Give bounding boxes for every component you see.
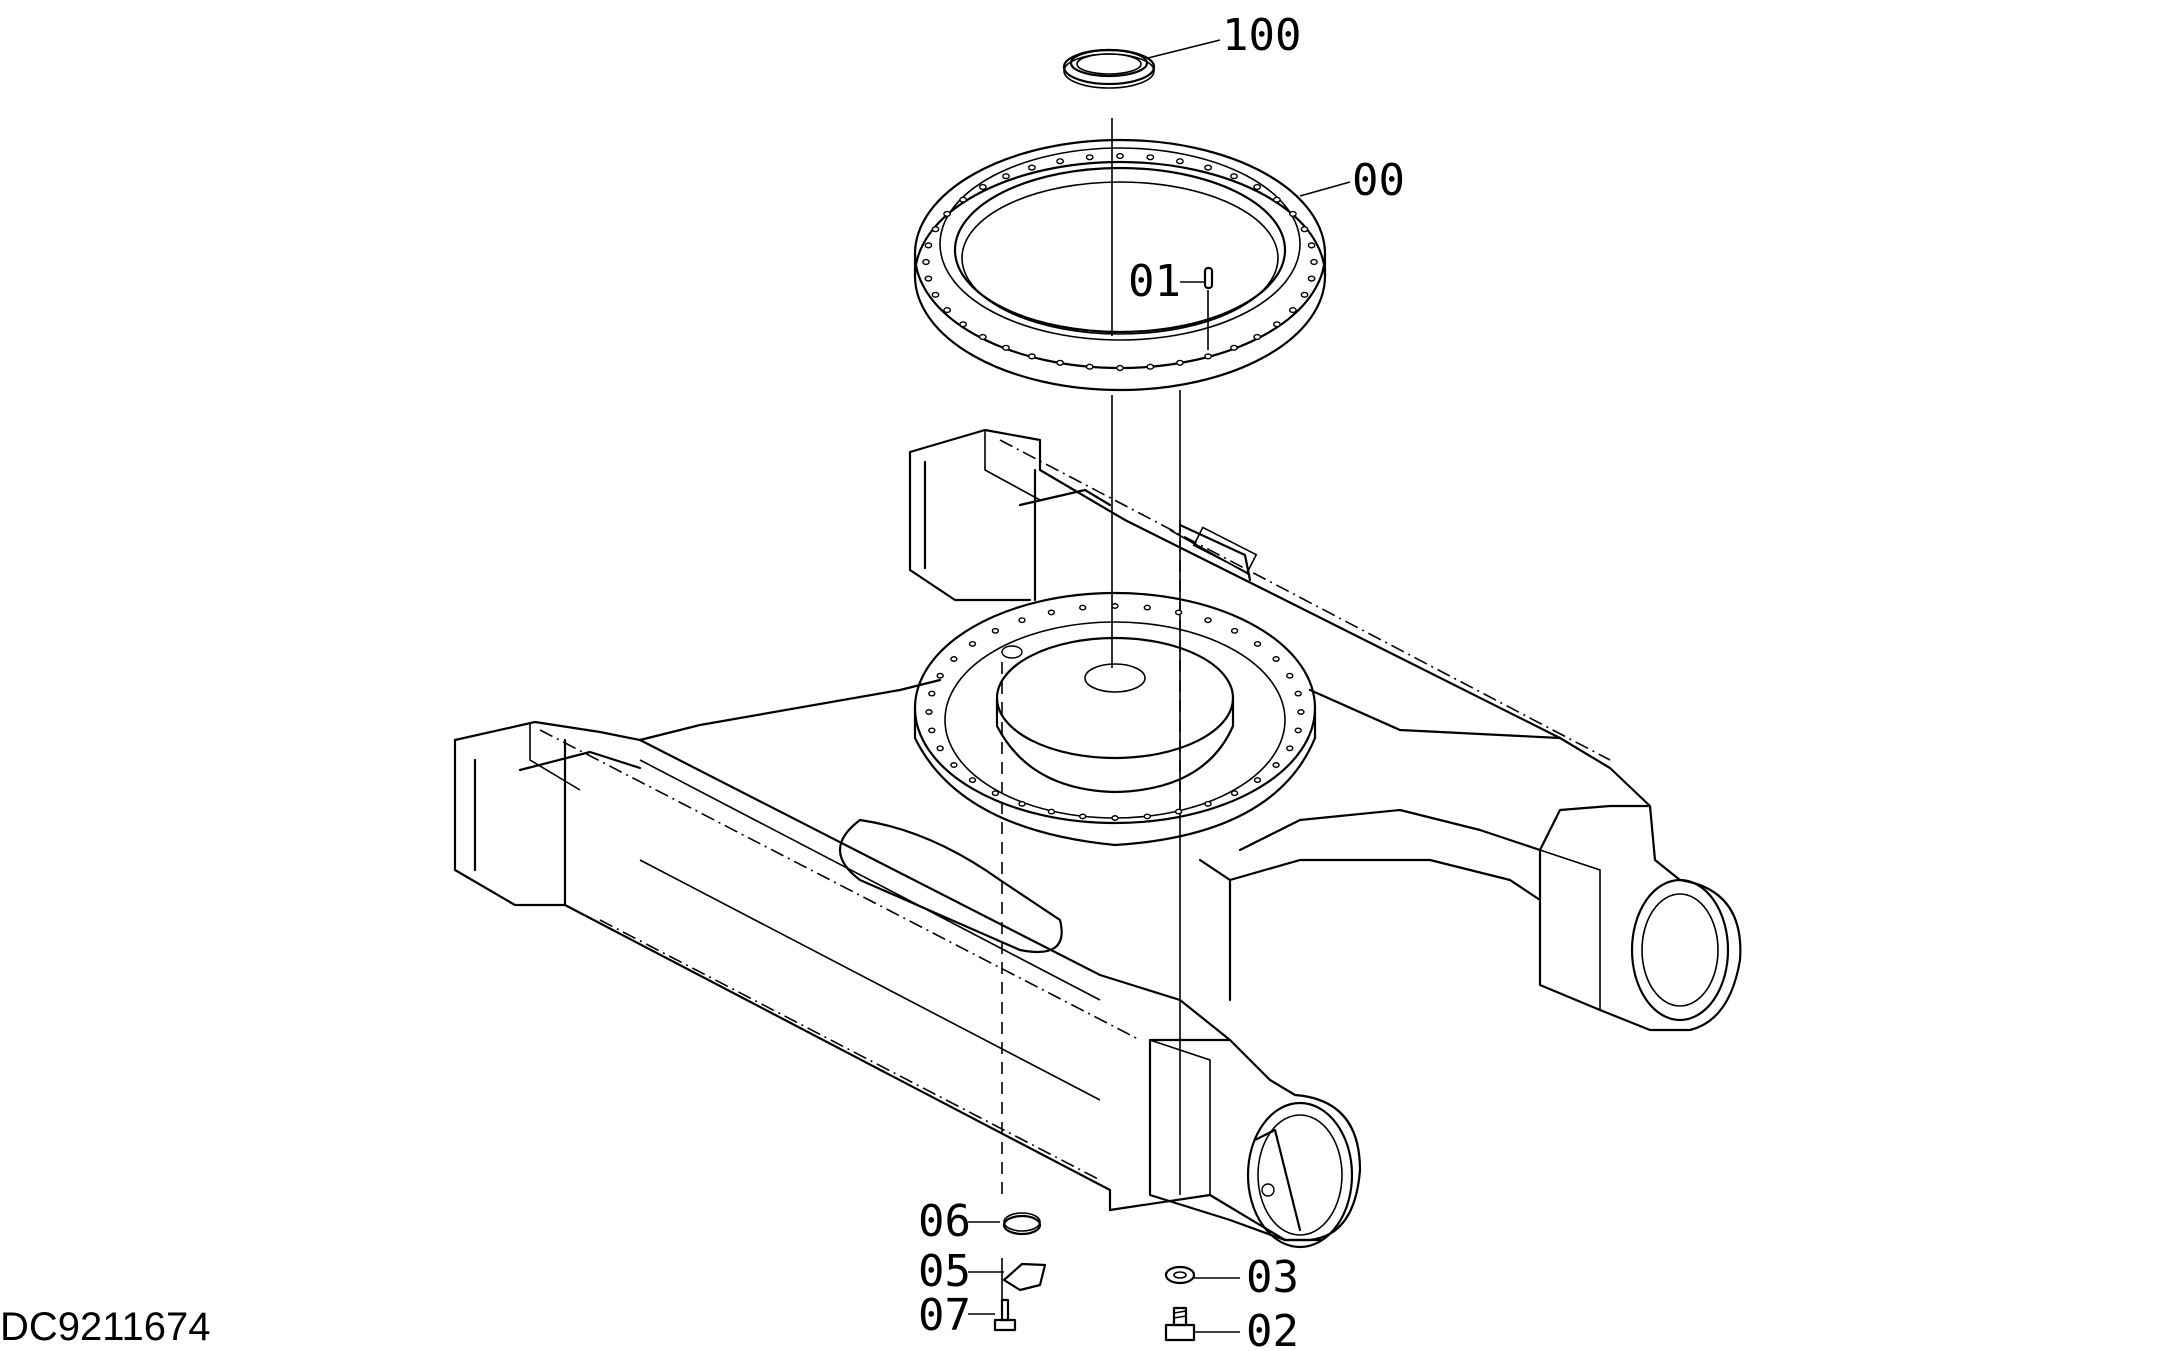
- bolt-hole: [931, 291, 940, 298]
- leader-lines: [968, 39, 1351, 1333]
- bolt-hole: [931, 226, 940, 233]
- bolt-hole: [1018, 617, 1026, 624]
- bolt-hole: [950, 656, 958, 662]
- bolt-hole: [1174, 808, 1183, 815]
- bolt-07-part[interactable]: [993, 1298, 1017, 1332]
- bolt-hole: [1111, 603, 1119, 609]
- washer-part[interactable]: [1164, 1265, 1196, 1285]
- callout-05: 05: [918, 1246, 971, 1297]
- bolt-hole: [943, 210, 951, 218]
- bolt-hole: [1204, 617, 1212, 624]
- bolt-hole: [1002, 173, 1010, 180]
- document-id: DC9211674: [0, 1305, 211, 1349]
- bolt-hole: [1047, 609, 1056, 616]
- bolt-hole: [1253, 640, 1262, 647]
- bolt-hole: [1174, 609, 1183, 616]
- turntable-bolt-holes: [925, 603, 1305, 821]
- bolt-hole: [991, 790, 1000, 797]
- bolt-hole: [1002, 344, 1010, 351]
- bolt-hole: [1143, 604, 1152, 611]
- callout-00: 00: [1352, 155, 1405, 206]
- bolt-hole: [1028, 164, 1036, 171]
- bolt-hole: [1204, 800, 1212, 807]
- swing-bearing-part[interactable]: [913, 138, 1327, 392]
- bolt-hole: [1289, 307, 1297, 314]
- bolt-hole: [1253, 777, 1262, 784]
- bolt-hole: [1056, 158, 1065, 165]
- callout-02: 02: [1246, 1306, 1299, 1351]
- bolt-hole: [1310, 258, 1318, 266]
- turntable: [913, 591, 1317, 847]
- bolt-hole: [1230, 790, 1239, 797]
- bolt-hole: [1307, 242, 1316, 249]
- bolt-hole: [1176, 359, 1184, 366]
- bolt-hole: [1297, 709, 1305, 715]
- bolt-hole: [925, 709, 933, 715]
- bolt-hole: [924, 242, 933, 249]
- bolt-hole: [936, 672, 944, 679]
- bolt-hole: [1028, 353, 1036, 360]
- bolt-hole: [1204, 164, 1213, 171]
- bolt-hole: [991, 627, 1000, 634]
- bolt-hole: [1272, 762, 1280, 768]
- pin-part[interactable]: [1203, 266, 1214, 350]
- bolt-hole: [978, 333, 987, 341]
- bolt-hole: [1253, 183, 1262, 191]
- bolt-hole: [1056, 359, 1065, 366]
- bolt-hole: [1300, 226, 1309, 233]
- bolt-hole: [1078, 813, 1087, 820]
- bolt-hole: [1078, 604, 1087, 611]
- bolt-hole: [1300, 291, 1309, 298]
- bolt-hole: [950, 762, 958, 768]
- bearing-bolt-holes: [922, 152, 1318, 372]
- bolt-hole: [924, 275, 933, 282]
- bolt-hole: [1272, 656, 1280, 662]
- bolt-hole: [1146, 363, 1155, 370]
- bolt-hole: [936, 745, 944, 752]
- bolt-hole: [1146, 154, 1155, 161]
- bolt-hole: [1286, 672, 1294, 679]
- bolt-hole: [1289, 210, 1297, 218]
- callout-03: 03: [1246, 1252, 1299, 1303]
- callout-100: 100: [1222, 10, 1301, 61]
- bolt-hole: [1143, 813, 1152, 820]
- bolt-hole: [1204, 353, 1213, 360]
- bolt-hole: [1176, 158, 1184, 165]
- bolt-hole: [1085, 154, 1094, 161]
- bolt-hole: [968, 777, 977, 784]
- bolt-hole: [968, 640, 977, 647]
- cover-plate-part[interactable]: [1002, 1262, 1047, 1292]
- bolt-hole: [1294, 727, 1302, 734]
- bolt-hole: [959, 321, 967, 328]
- callout-01: 01: [1128, 256, 1181, 307]
- bolt-hole: [978, 183, 987, 191]
- bolt-hole: [1018, 800, 1026, 807]
- bolt-hole: [959, 196, 967, 203]
- bolt-hole: [1307, 275, 1316, 282]
- bolt-hole: [1230, 173, 1238, 180]
- bolt-hole: [1047, 808, 1056, 815]
- bolt-hole: [1116, 364, 1124, 372]
- bolt-hole: [1273, 321, 1281, 328]
- gasket-part[interactable]: [1002, 1212, 1042, 1236]
- bolt-hole: [1116, 152, 1124, 160]
- callout-07: 07: [918, 1290, 971, 1341]
- bolt-hole: [1085, 363, 1094, 370]
- bolt-hole: [1111, 815, 1119, 821]
- callout-06: 06: [918, 1196, 971, 1247]
- bolt-hole: [1230, 627, 1239, 634]
- bolt-hole: [1253, 333, 1262, 341]
- bolt-hole: [1286, 745, 1294, 752]
- bolt-hole: [1273, 196, 1281, 203]
- bolt-02-part[interactable]: [1164, 1306, 1196, 1342]
- bolt-hole: [1294, 690, 1302, 697]
- track-frame: [453, 428, 1742, 1249]
- bolt-hole: [922, 258, 930, 266]
- bolt-hole: [928, 690, 936, 697]
- bolt-hole: [1230, 344, 1238, 351]
- bolt-hole: [943, 307, 951, 314]
- seal-part[interactable]: [1062, 48, 1156, 89]
- bolt-hole: [928, 727, 936, 734]
